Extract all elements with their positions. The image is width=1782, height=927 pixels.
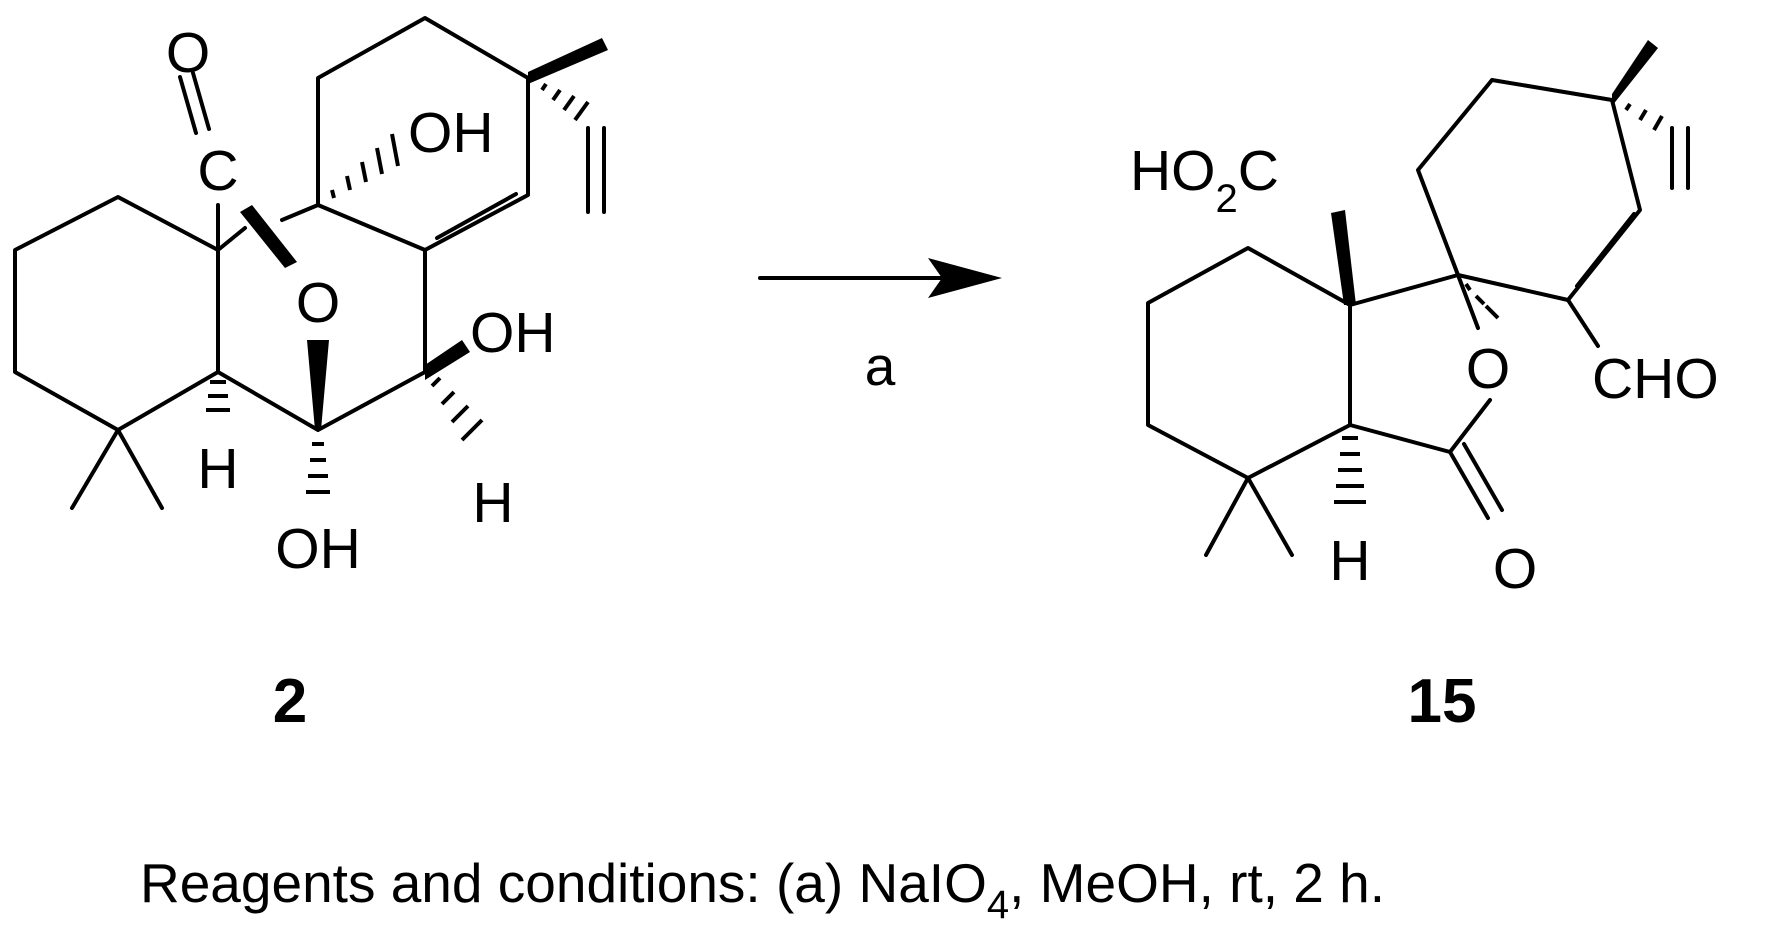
oh-top-hash-bond [330,133,400,199]
methyl-wedge-15 [1612,40,1658,106]
atom-o-ring-15: O [1466,337,1510,401]
co2h-wedge [1331,210,1356,305]
compound-2-structure: O C O OH OH OH H H [13,16,608,581]
vinyl-hash-bond [540,82,590,122]
gem-dimethyl-bonds-15 [1204,476,1294,557]
oh-bottom-hash-bond [306,442,330,494]
o-hash-bond-15 [1464,282,1500,320]
carbonyl-double-bond [178,71,211,135]
ring-c-bonds [316,16,530,252]
ring-a-bonds-15 [1146,246,1352,480]
compound-15-structure: HO2C O CHO O H [1130,40,1719,601]
lactone-carbonyl-bond [1448,442,1504,520]
atom-oh-top: OH [408,101,494,165]
ring-c-double-bond-15 [1575,212,1636,288]
atom-o-carbonyl: O [166,21,210,85]
atom-h-15: H [1329,529,1370,593]
bridge-bond-1 [216,226,247,252]
wedge-bond-lactone [240,205,297,268]
ring-c-double-bond [435,192,518,240]
vinyl-hash-bond-15 [1624,102,1664,131]
ring-c-bonds-15 [1416,78,1642,302]
ring-a-bonds [13,195,220,432]
atom-o-carbonyl-15: O [1493,537,1537,601]
gem-dimethyl-bonds [70,428,164,510]
cho-bond [1566,298,1600,348]
atom-oh-bottom: OH [275,517,361,581]
compound-number-right: 15 [1408,667,1477,736]
reaction-conditions-caption: Reagents and conditions: (a) NaIO4, MeOH… [140,852,1385,927]
atom-co2h: HO2C [1130,139,1279,221]
vinyl-double-bond-15 [1670,126,1690,190]
methyl-wedge [528,38,608,84]
h-hash-bond-15 [1334,436,1366,504]
compound-number-left: 2 [273,667,307,736]
atom-h-left: H [197,437,238,501]
wedge-bond-oxygen [307,340,329,430]
h-left-hash-bond [206,380,230,412]
atom-h-right: H [472,471,513,535]
h-right-hash-bond [430,376,484,442]
atom-o-ring: O [296,271,340,335]
atom-oh-right: OH [470,301,556,365]
oh-right-wedge [425,340,470,380]
atom-cho: CHO [1592,347,1719,411]
atom-c-carbonyl: C [197,139,238,203]
reaction-arrow [758,258,1002,298]
vinyl-double-bond [586,126,606,214]
ring-b-bonds [216,203,427,432]
reagent-label: a [865,335,896,397]
